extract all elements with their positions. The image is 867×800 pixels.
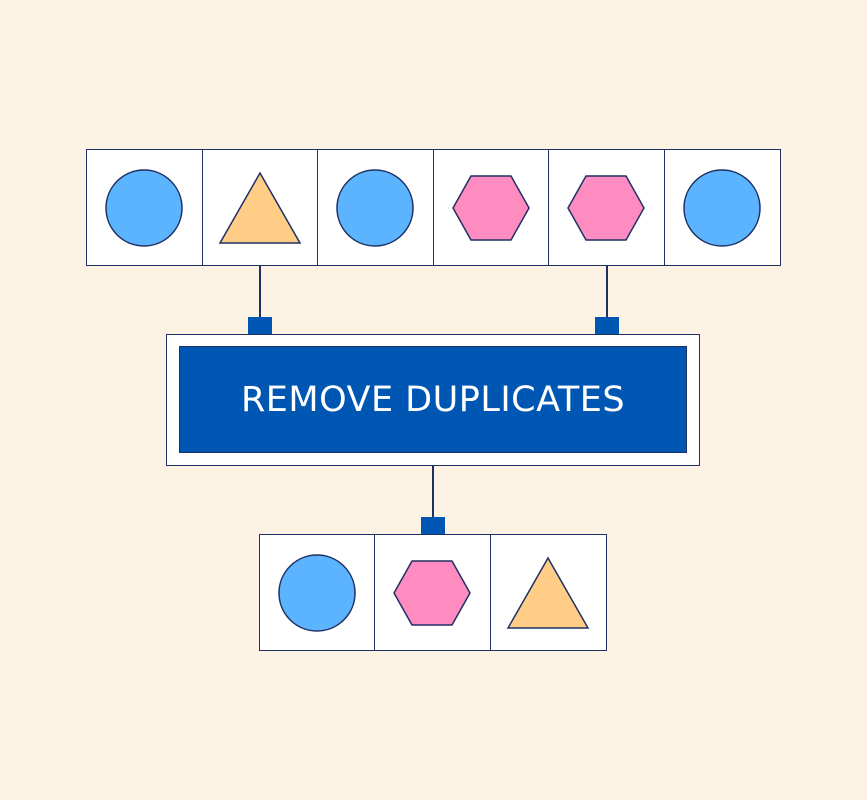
input-shape-row bbox=[86, 149, 781, 266]
input-cell bbox=[549, 150, 665, 265]
input-cell bbox=[665, 150, 781, 265]
output-cell bbox=[260, 535, 376, 650]
connector-port-bottom bbox=[421, 517, 445, 534]
circle-icon bbox=[683, 168, 761, 247]
input-cell bbox=[318, 150, 434, 265]
process-label: REMOVE DUPLICATES bbox=[240, 379, 626, 420]
triangle-icon bbox=[507, 555, 590, 629]
input-cell bbox=[87, 150, 203, 265]
triangle-icon bbox=[218, 170, 302, 244]
process-frame: REMOVE DUPLICATES bbox=[166, 334, 700, 466]
circle-icon bbox=[278, 553, 356, 632]
remove-duplicates-block: REMOVE DUPLICATES bbox=[179, 346, 687, 453]
input-cell bbox=[434, 150, 549, 265]
connector-line-right bbox=[606, 266, 608, 318]
output-cell bbox=[375, 535, 491, 650]
circle-icon bbox=[105, 168, 183, 247]
connector-port-right bbox=[595, 317, 619, 334]
output-cell bbox=[491, 535, 606, 650]
hexagon-icon bbox=[451, 174, 530, 241]
connector-line-left bbox=[259, 266, 261, 318]
hexagon-icon bbox=[567, 174, 646, 241]
circle-icon bbox=[336, 168, 414, 247]
connector-line-bottom bbox=[432, 466, 434, 518]
output-shape-row bbox=[259, 534, 607, 651]
hexagon-icon bbox=[393, 559, 472, 626]
connector-port-left bbox=[248, 317, 272, 334]
input-cell bbox=[203, 150, 318, 265]
